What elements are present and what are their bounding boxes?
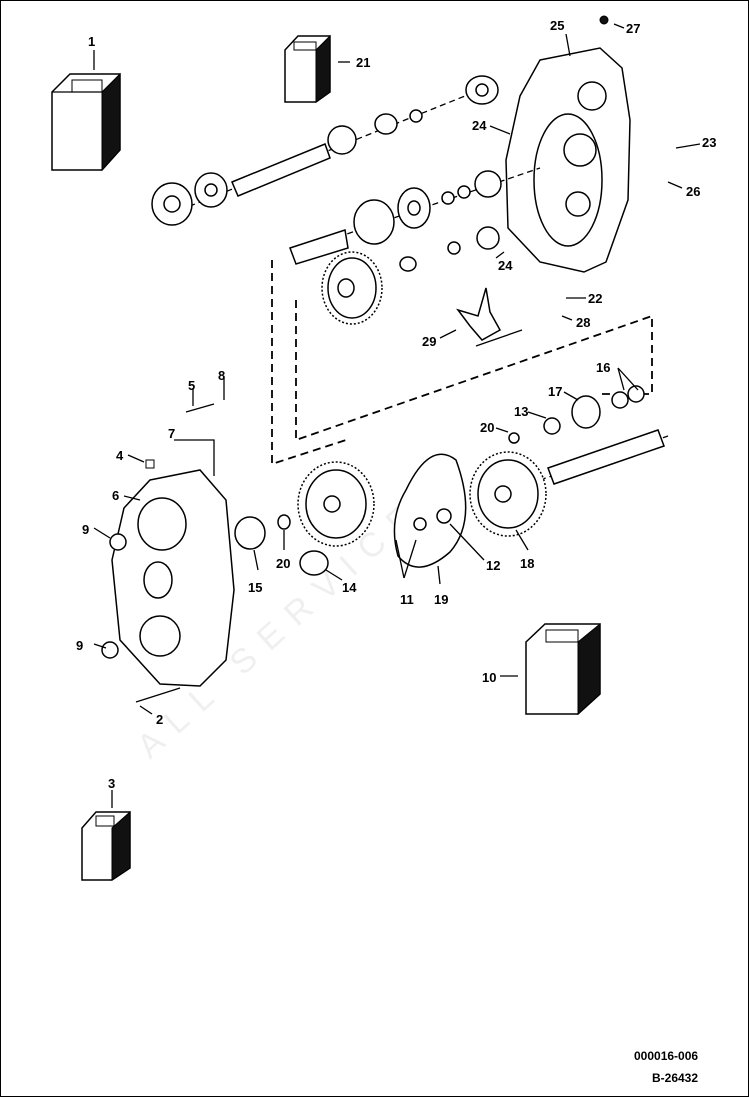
leader-lines (93, 23, 701, 808)
label-3: 3 (108, 776, 115, 791)
kit-box-1 (51, 72, 121, 172)
label-2: 2 (156, 712, 163, 727)
label-13: 13 (514, 404, 528, 419)
kit-box-10 (525, 622, 601, 716)
idler-gear (321, 251, 383, 325)
drawing-number: B-26432 (652, 1071, 698, 1085)
front-case-housing (101, 403, 235, 703)
label-29: 29 (422, 334, 436, 349)
label-18: 18 (520, 556, 534, 571)
label-24-bottom: 24 (498, 258, 513, 273)
label-24-top: 24 (472, 118, 487, 133)
washer-20 (277, 514, 291, 530)
upper-shaft-assembly (151, 75, 499, 226)
shift-fork (456, 287, 523, 347)
label-28: 28 (576, 315, 590, 330)
label-7: 7 (168, 426, 175, 441)
rear-case-housing (505, 15, 631, 273)
kit-box-3 (81, 810, 131, 881)
label-26: 26 (686, 184, 700, 199)
label-4: 4 (116, 448, 124, 463)
figure-code: 000016-006 (634, 1049, 698, 1063)
label-9-bottom: 9 (76, 638, 83, 653)
label-10: 10 (482, 670, 496, 685)
label-27: 27 (626, 21, 640, 36)
label-22: 22 (588, 291, 602, 306)
middle-shaft-assembly (289, 167, 541, 272)
label-25: 25 (550, 18, 564, 33)
label-6: 6 (112, 488, 119, 503)
callout-labels: 1 21 25 27 24 23 26 24 22 28 29 16 17 13… (76, 18, 716, 791)
label-23: 23 (702, 135, 716, 150)
label-8: 8 (218, 368, 225, 383)
drive-chain (393, 453, 467, 568)
bearing-15 (234, 516, 266, 550)
group-outline-left (271, 260, 347, 466)
kit-box-21 (284, 34, 331, 103)
label-14: 14 (342, 580, 357, 595)
label-5: 5 (188, 378, 195, 393)
label-1: 1 (88, 34, 95, 49)
label-20-top: 20 (480, 420, 494, 435)
label-15: 15 (248, 580, 262, 595)
label-11: 11 (400, 592, 414, 607)
label-12: 12 (486, 558, 500, 573)
label-17: 17 (548, 384, 562, 399)
drive-gear-18 (469, 451, 547, 537)
bearing-14 (299, 550, 329, 576)
label-9-top: 9 (82, 522, 89, 537)
output-shaft-assembly (508, 385, 669, 485)
label-19: 19 (434, 592, 448, 607)
label-16: 16 (596, 360, 610, 375)
drive-gear-left (297, 461, 375, 547)
label-21: 21 (356, 55, 370, 70)
label-20-bottom: 20 (276, 556, 290, 571)
